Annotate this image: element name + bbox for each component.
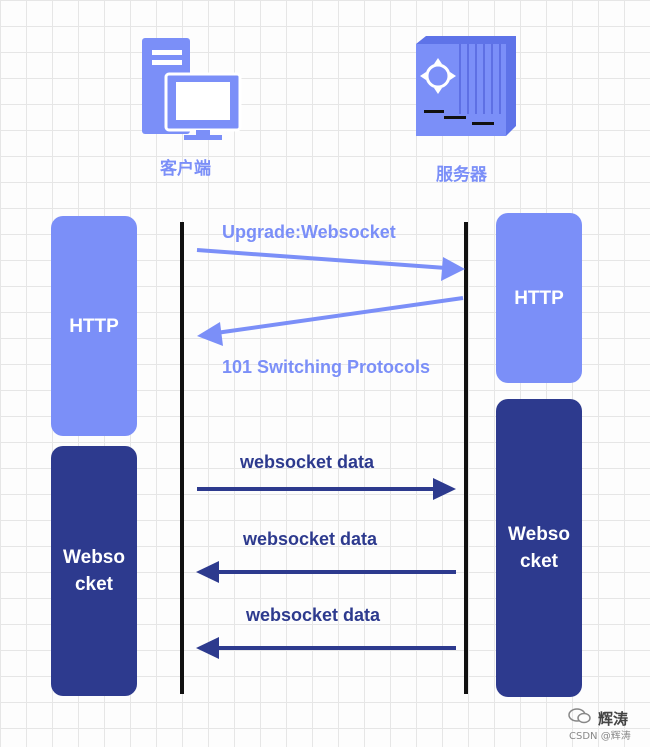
server-websocket-label: Webso cket <box>508 524 570 572</box>
data-message-3: websocket data <box>246 605 381 625</box>
wechat-icon <box>568 708 592 724</box>
switching-message: 101 Switching Protocols <box>222 357 431 377</box>
client-label: 客户端 <box>160 159 211 179</box>
data-arrow-2 <box>196 561 456 583</box>
data-message-1: websocket data <box>240 452 375 472</box>
client-websocket-box: Webso cket <box>51 446 137 696</box>
data-arrow-1 <box>197 478 456 500</box>
client-http-box: HTTP <box>51 216 137 436</box>
server-websocket-box: Webso cket <box>496 399 582 697</box>
data-message-2: websocket data <box>243 529 378 549</box>
server-http-label: HTTP <box>514 287 564 309</box>
server-http-box: HTTP <box>496 213 582 383</box>
upgrade-message: Upgrade:Websocket <box>222 222 396 242</box>
client-http-label: HTTP <box>69 315 119 337</box>
watermark-name: 辉涛 <box>598 710 629 728</box>
client-websocket-label: Webso cket <box>63 547 125 595</box>
client-computer-icon <box>138 36 242 142</box>
client-lifeline <box>180 222 184 694</box>
watermark-source: CSDN @辉涛 <box>569 731 631 742</box>
upgrade-arrow <box>196 248 465 281</box>
data-arrow-3 <box>196 637 456 659</box>
server-label: 服务器 <box>436 165 487 185</box>
switching-arrow <box>197 296 464 346</box>
server-lifeline <box>464 222 468 694</box>
server-icon <box>414 34 518 140</box>
